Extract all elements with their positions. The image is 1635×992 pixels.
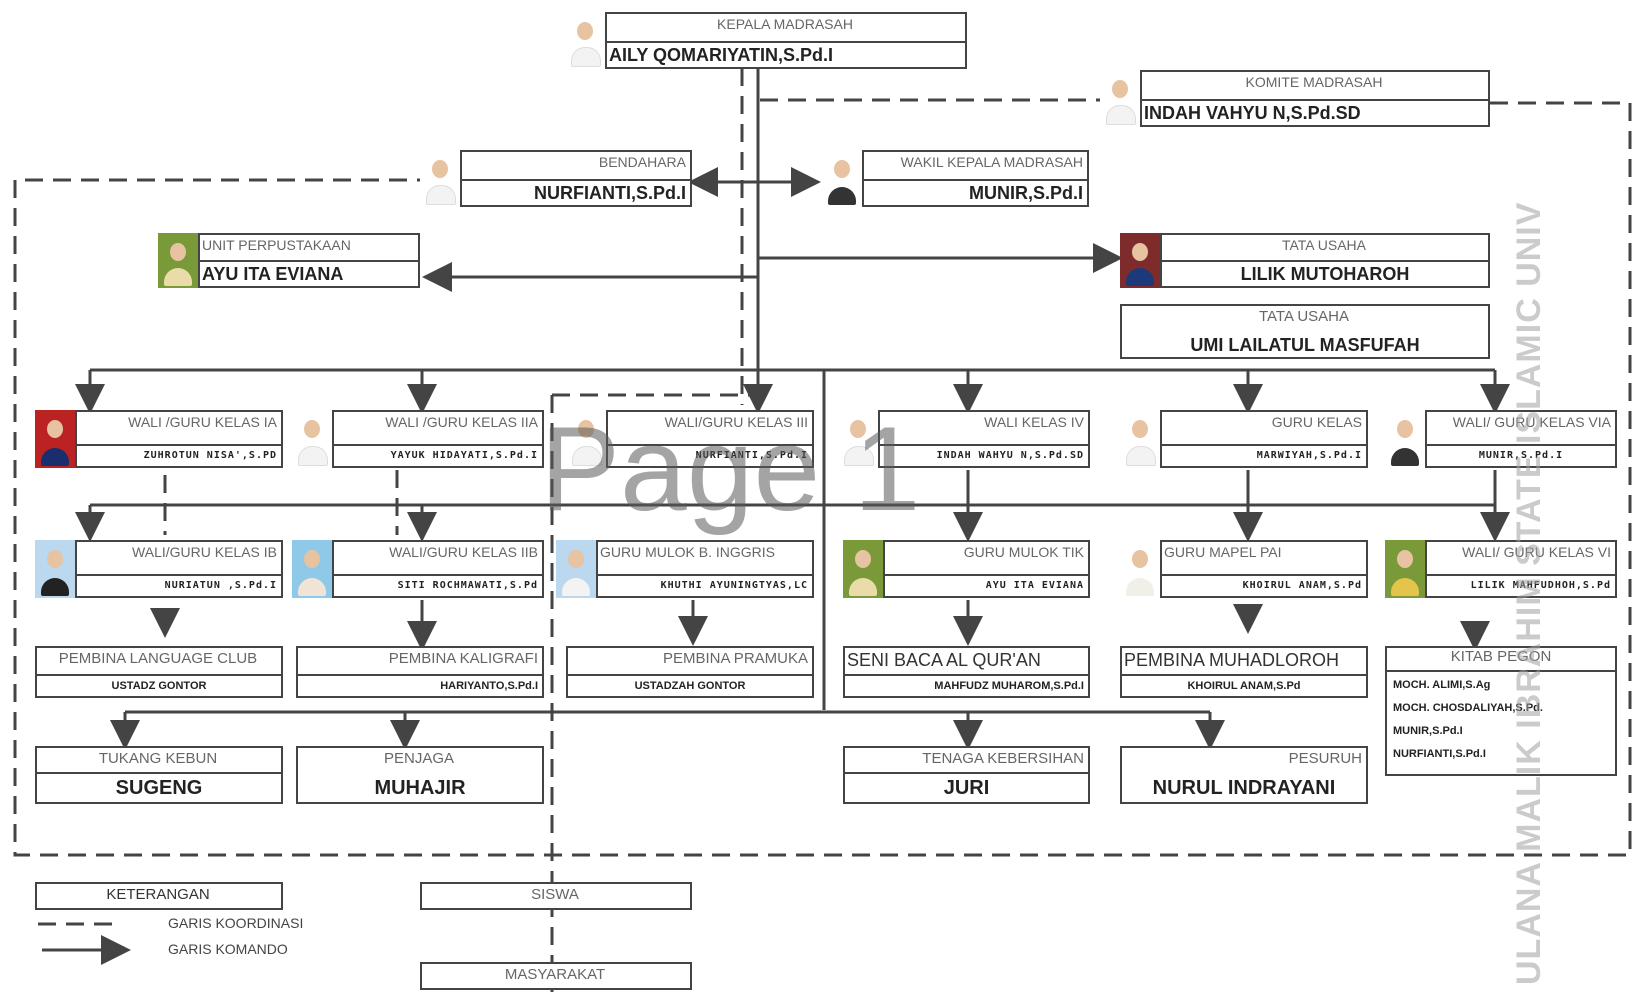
node-komite: KOMITE MADRASAH INDAH VAHYU N,S.Pd.SD [1100,70,1490,127]
node-tu1: TATA USAHA LILIK MUTOHAROH [1120,233,1490,288]
person-photo-icon [292,540,332,598]
person-photo-icon [1385,410,1425,468]
node-pembina-quran: SENI BACA AL QUR'AN MAHFUDZ MUHAROM,S.Pd… [843,646,1090,698]
node-bendahara: BENDAHARA NURFIANTI,S.Pd.I [420,150,692,207]
person-photo-icon [1385,540,1425,598]
side-watermark-text: ULANA MALIK IBRAHIM STATE ISLAMIC UNIV [1510,202,1549,985]
person-photo-icon [158,233,198,288]
node-pembina-muhadloroh: PEMBINA MUHADLOROH KHOIRUL ANAM,S.Pd [1120,646,1368,698]
node-kepala: KEPALA MADRASAH AILY QOMARIYATIN,S.Pd.I [565,12,967,69]
node-guru-kelas: GURU KELAS MARWIYAH,S.Pd.I [1120,410,1368,468]
person-photo-icon [35,540,75,598]
node-kitab-pegon: KITAB PEGON MOCH. ALIMI,S.Ag MOCH. CHOSD… [1385,646,1617,776]
person-photo-icon [420,150,460,207]
node-pembina-language: PEMBINA LANGUAGE CLUB USTADZ GONTOR [35,646,283,698]
person-photo-icon [565,12,605,69]
node-tukang-kebun: TUKANG KEBUN SUGENG [35,746,283,804]
kitab-teacher: MOCH. ALIMI,S.Ag [1387,674,1615,697]
node-wakil: WAKIL KEPALA MADRASAH MUNIR,S.Pd.I [822,150,1089,207]
kitab-teacher: NURFIANTI,S.Pd.I [1387,743,1615,766]
node-mapel-pai: GURU MAPEL PAI KHOIRUL ANAM,S.Pd [1120,540,1368,598]
node-tu2: TATA USAHA UMI LAILATUL MASFUFAH [1120,304,1490,359]
node-wali-2b: WALI/GURU KELAS IIB SITI ROCHMAWATI,S.Pd [292,540,544,598]
legend-title: KETERANGAN [35,882,283,910]
node-pembina-pramuka: PEMBINA PRAMUKA USTADZAH GONTOR [566,646,814,698]
person-photo-icon [35,410,75,468]
person-photo-icon [1120,540,1160,598]
node-wali-6: WALI/ GURU KELAS VI LILIK MAHFUDHOH,S.Pd [1385,540,1617,598]
node-wali-2a: WALI /GURU KELAS IIA YAYUK HIDAYATI,S.Pd… [292,410,544,468]
person-photo-icon [292,410,332,468]
node-pesuruh: PESURUH NURUL INDRAYANI [1120,746,1368,804]
legend-command-label: GARIS KOMANDO [168,941,288,957]
node-mulok-inggris: GURU MULOK B. INGGRIS KHUTHI AYUNINGTYAS… [556,540,814,598]
kitab-teacher: MUNIR,S.Pd.I [1387,720,1615,743]
node-wali-1a: WALI /GURU KELAS IA ZUHROTUN NISA',S.PD [35,410,283,468]
person-photo-icon [1120,410,1160,468]
node-penjaga: PENJAGA MUHAJIR [296,746,544,804]
page-watermark: Page 1 [540,400,920,538]
node-pembina-kaligrafi: PEMBINA KALIGRAFI HARIYANTO,S.Pd.I [296,646,544,698]
node-mulok-tik: GURU MULOK TIK AYU ITA EVIANA [843,540,1090,598]
person-photo-icon [822,150,862,207]
node-wali-6a: WALI/ GURU KELAS VIA MUNIR,S.Pd.I [1385,410,1617,468]
node-tenaga-kebersihan: TENAGA KEBERSIHAN JURI [843,746,1090,804]
node-masyarakat: MASYARAKAT [420,962,692,990]
node-siswa: SISWA [420,882,692,910]
kitab-teacher: MOCH. CHOSDALIYAH,S.Pd. [1387,697,1615,720]
person-photo-icon [556,540,596,598]
node-perpus: UNIT PERPUSTAKAAN AYU ITA EVIANA [158,233,420,288]
person-photo-icon [1120,233,1160,288]
person-photo-icon [1100,70,1140,127]
person-photo-icon [843,540,883,598]
legend-coordination-label: GARIS KOORDINASI [168,915,303,931]
node-wali-1b: WALI/GURU KELAS IB NURIATUN ,S.Pd.I [35,540,283,598]
